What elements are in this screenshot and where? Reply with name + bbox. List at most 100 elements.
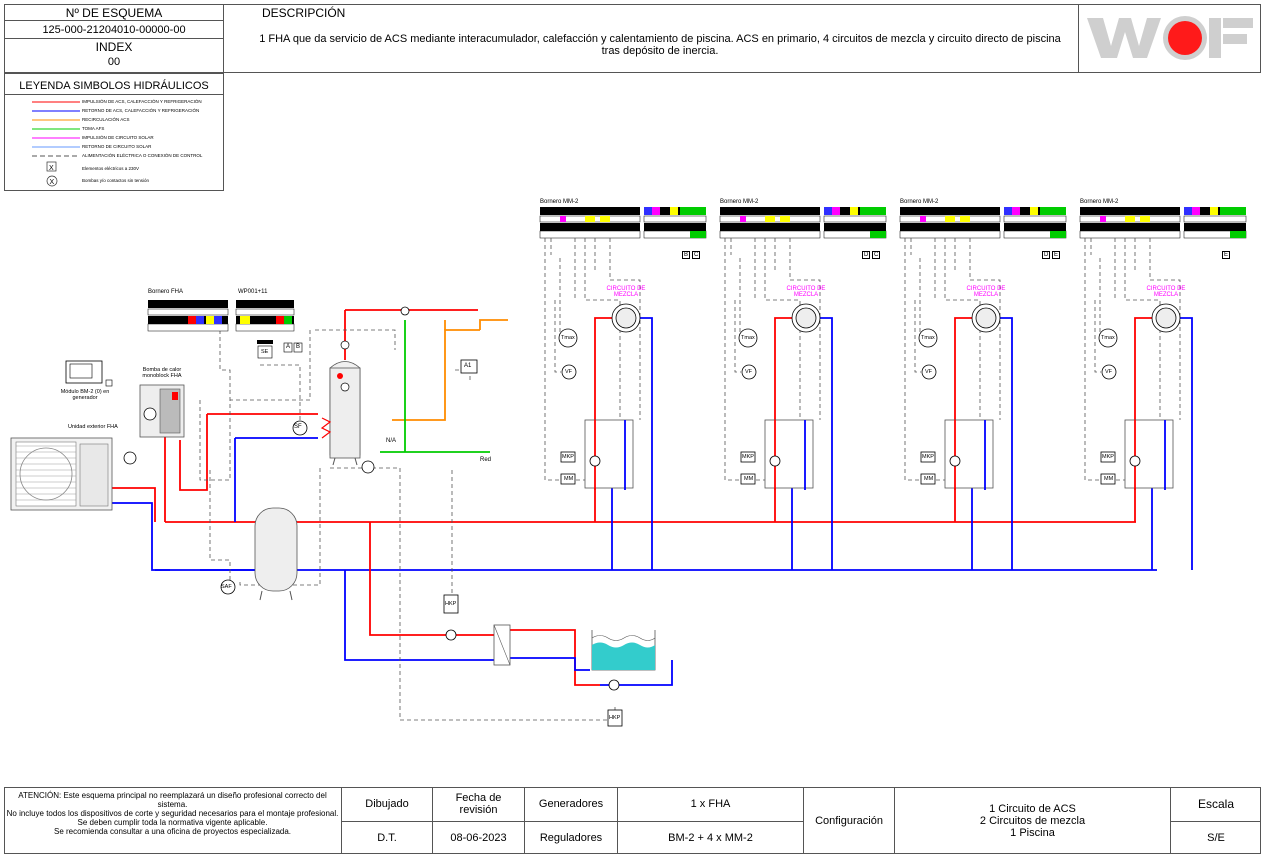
reguladores-label: Reguladores: [524, 821, 617, 854]
buffer-tank: [254, 507, 298, 601]
legend-symbol-1: Bombas y/o contactos sin tensión: [82, 178, 150, 183]
na-label: N/A: [386, 438, 397, 444]
mm-group-2a: D: [862, 251, 871, 259]
saf-label: SAF: [221, 584, 232, 590]
mm-group-2b: C: [872, 251, 881, 259]
legend-symbol-0: Elementos eléctricos a 230V: [82, 166, 140, 171]
legend-item-6: ALIMENTACIÓN ELÉCTRICA O CONEXIÓN DE CON…: [82, 153, 203, 158]
svg-text:X: X: [50, 179, 55, 186]
legend-item-4: IMPULSIÓN DE CIRCUITO SOLAR: [82, 135, 154, 140]
warning-line-1: No incluye todos los dispositivos de cor…: [6, 809, 339, 818]
mm-group-4a: E: [1222, 251, 1231, 259]
mm-1: MM: [564, 476, 574, 482]
mkp-1: MKP: [562, 454, 574, 460]
footer-mid-line-2: [1170, 821, 1261, 822]
mm-group-1b: C: [692, 251, 701, 259]
wp001-label: WP001+11: [238, 289, 268, 295]
hydraulic-diagram: [10, 206, 1247, 727]
index-value: 00: [107, 56, 121, 68]
schema-divider: [4, 20, 224, 21]
mm-3: MM: [924, 476, 934, 482]
index-label: INDEX: [95, 40, 133, 54]
circuito-mezcla-3: CIRCUITO DE MEZCLA: [966, 286, 1006, 298]
red-label: Red: [480, 457, 492, 463]
outdoor-unit: [10, 437, 113, 511]
footer-mid-line: [341, 821, 803, 822]
footer-frame: [4, 787, 1261, 854]
generadores-value: 1 x FHA: [617, 787, 803, 821]
tmax-1: Tmax: [561, 335, 575, 341]
wolf-logo: [1087, 16, 1253, 60]
bornero-fha: [147, 300, 303, 359]
mm-2: MM: [744, 476, 754, 482]
mm2-label-1: Bornero MM-2: [540, 199, 579, 205]
tmax-3: Tmax: [921, 335, 935, 341]
mm-4: MM: [1104, 476, 1114, 482]
description-label: DESCRIPCIÓN: [262, 6, 346, 20]
bm2-module-label: Módulo BM-2 (0) en generador: [60, 389, 110, 401]
pool: [493, 624, 656, 671]
vf-3: VF: [925, 369, 933, 375]
legend-item-5: RETORNO DE CIRCUITO SOLAR: [82, 144, 152, 149]
dibujado-value: D.T.: [341, 821, 432, 854]
indoor-unit: [139, 384, 185, 438]
dibujado-label: Dibujado: [341, 787, 432, 821]
circuito-mezcla-2: CIRCUITO DE MEZCLA: [786, 286, 826, 298]
warning-line-0: ATENCIÓN: Este esquema principal no reem…: [18, 791, 327, 809]
legend-item-1: RETORNO DE ACS, CALEFACCIÓN Y REFRIGERAC…: [82, 108, 200, 113]
legend-item-3: TOMA AFS: [82, 126, 105, 131]
mm-group-3b: E: [1052, 251, 1061, 259]
mm2-label-3: Bornero MM-2: [900, 199, 939, 205]
se-label: SE: [261, 349, 269, 355]
sf-label: SF: [294, 424, 302, 430]
configuracion-line-2: 1 Piscina: [1010, 826, 1055, 839]
configuracion-line-0: 1 Circuito de ACS: [989, 802, 1076, 815]
a-label: A: [286, 344, 291, 350]
mm-group-1a: B: [682, 251, 691, 259]
generadores-label: Generadores: [524, 787, 617, 821]
mkp-4: MKP: [1102, 454, 1114, 460]
hkp-label-2: HKP: [609, 715, 621, 721]
warning-line-2: Se deben cumplir toda la normativa vigen…: [77, 818, 268, 827]
fecha-label: Fecha de revisión: [432, 787, 524, 821]
hkp-label-1: HKP: [445, 601, 457, 607]
vf-1: VF: [565, 369, 573, 375]
svg-text:X: X: [49, 165, 54, 172]
escala-value: S/E: [1170, 821, 1261, 854]
mm2-label-2: Bornero MM-2: [720, 199, 759, 205]
fecha-value: 08-06-2023: [432, 821, 524, 854]
mm2-label-4: Bornero MM-2: [1080, 199, 1119, 205]
configuracion-line-1: 2 Circuitos de mezcla: [979, 814, 1086, 827]
reguladores-value: BM-2 + 4 x MM-2: [617, 821, 803, 854]
escala-label: Escala: [1170, 787, 1261, 821]
legend-divider: [4, 94, 224, 95]
legend-item-2: RECIRCULACIÓN ACS: [82, 117, 130, 122]
unidad-exterior-label: Unidad exterior FHA: [68, 424, 118, 430]
circuito-mezcla-4: CIRCUITO DE MEZCLA: [1146, 286, 1186, 298]
tmax-4: Tmax: [1101, 335, 1115, 341]
vf-4: VF: [1105, 369, 1113, 375]
legend-item-0: IMPULSIÓN DE ACS, CALEFACCIÓN Y REFRIGER…: [82, 99, 202, 104]
mixing-blocks: [539, 206, 1247, 239]
b-label: B: [296, 344, 301, 350]
tmax-2: Tmax: [741, 335, 755, 341]
bm2-module: [65, 360, 113, 387]
footer-warning: ATENCIÓN: Este esquema principal no reem…: [6, 791, 339, 836]
mkp-3: MKP: [922, 454, 934, 460]
mm-group-3a: D: [1042, 251, 1051, 259]
warning-line-3: Se recomienda consultar a una oficina de…: [53, 827, 292, 836]
legend-frame: [4, 73, 224, 191]
legend-lines: X X: [32, 101, 80, 187]
bornero-fha-label: Bornero FHA: [148, 289, 184, 295]
configuracion-value: 1 Circuito de ACS 2 Circuitos de mezcla …: [894, 787, 1170, 854]
schema-label: Nº DE ESQUEMA: [65, 6, 163, 20]
configuracion-label: Configuración: [803, 787, 894, 854]
vf-2: VF: [745, 369, 753, 375]
description-text: 1 FHA que da servicio de ACS mediante in…: [259, 33, 1061, 57]
a1-label: A1: [464, 363, 472, 369]
circuito-mezcla-1: CIRCUITO DE MEZCLA: [606, 286, 646, 298]
legend-title: LEYENDA SIMBOLOS HIDRÁULICOS: [19, 80, 209, 92]
dhw-tank: [320, 340, 361, 466]
index-divider: [4, 38, 224, 39]
logo-cell: [1078, 4, 1261, 73]
